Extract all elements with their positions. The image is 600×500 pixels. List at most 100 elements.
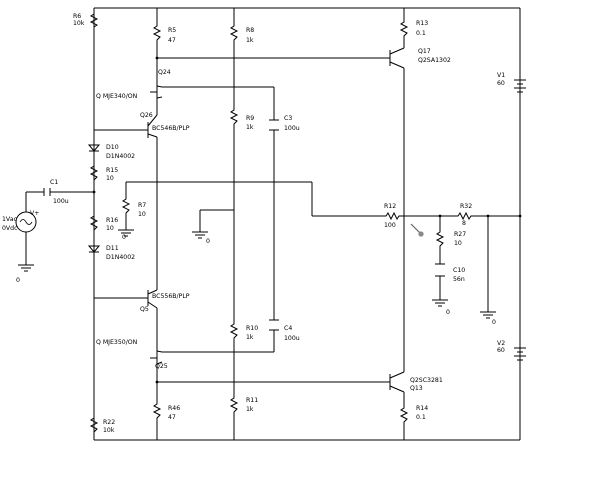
- capacitor-c4: [269, 319, 279, 331]
- label-q26-value: BC546B/PLP: [152, 125, 190, 132]
- label-r15-name: R15: [106, 167, 118, 174]
- battery-v2: [514, 347, 526, 361]
- label-d11-name: D11: [106, 245, 119, 252]
- capacitors: [43, 119, 445, 331]
- label-r9-name: R9: [246, 115, 254, 122]
- resistor-r5: [152, 20, 162, 48]
- label-r10-name: R10: [246, 325, 258, 332]
- label-r13-name: R13: [416, 20, 428, 27]
- ground-label: 0: [492, 319, 496, 326]
- ground-label: 0: [446, 309, 450, 316]
- label-r16-value: 10: [106, 225, 114, 232]
- label-r27-name: R27: [454, 231, 466, 238]
- label-r7-name: R7: [138, 202, 146, 209]
- transistor-q25: [150, 345, 163, 370]
- ac-source-vin: [15, 211, 37, 233]
- label-r11-name: R11: [246, 397, 258, 404]
- label-d11-value: D1N4002: [106, 254, 135, 261]
- battery-v1: [514, 79, 526, 93]
- resistor-r6: [89, 12, 99, 29]
- capacitor-c10: [435, 263, 445, 277]
- capacitor-c3: [269, 119, 279, 131]
- label-q25-part: Q MJE350/ON: [96, 339, 138, 346]
- wires: [25, 7, 521, 441]
- sources: [15, 79, 526, 361]
- label-vin-line1: 1Vac: [2, 216, 17, 223]
- resistor-r32: [456, 211, 474, 221]
- resistors: [89, 12, 474, 436]
- resistor-r10: [229, 318, 239, 344]
- transistor-q17: [384, 47, 405, 69]
- label-r16-name: R16: [106, 217, 118, 224]
- resistor-r11: [229, 392, 239, 418]
- label-v1-value: 60: [497, 80, 505, 87]
- capacitor-c1: [43, 188, 51, 196]
- label-r22-name: R22: [103, 419, 115, 426]
- transistor-q13: [389, 371, 405, 393]
- label-q26-name: Q26: [140, 112, 153, 119]
- label-r5-value: 47: [168, 37, 176, 44]
- diode-d10: [87, 144, 101, 152]
- label-q24-part: Q MJE340/ON: [96, 93, 138, 100]
- label-r6-name: R6: [73, 13, 81, 20]
- label-r46-name: R46: [168, 405, 180, 412]
- label-r12-name: R12: [384, 203, 396, 210]
- label-q5-value: BC556B/PLP: [152, 293, 190, 300]
- probe-marker: [410, 223, 424, 237]
- ground-symbols: [18, 229, 496, 319]
- label-d10-value: D1N4002: [106, 153, 135, 160]
- label-r22-value: 10k: [103, 427, 115, 434]
- diode-d11: [87, 245, 101, 253]
- label-q13-value: Q2SC3281: [410, 377, 443, 384]
- label-c1-name: C1: [50, 179, 58, 186]
- label-r6-value: 10k: [73, 20, 85, 27]
- ground-symbol: [432, 299, 448, 307]
- resistor-r12: [384, 211, 400, 221]
- junction-dots: [92, 56, 522, 384]
- label-r32-value: 8: [462, 220, 466, 227]
- label-r12-value: 100: [384, 222, 396, 229]
- ground-label: 0: [206, 238, 210, 245]
- label-r8-name: R8: [246, 27, 254, 34]
- resistor-r16: [89, 212, 99, 232]
- label-c4-name: C4: [284, 325, 292, 332]
- label-c10-name: C10: [453, 267, 465, 274]
- label-q5-name: Q5: [140, 306, 149, 313]
- label-r7-value: 10: [138, 211, 146, 218]
- resistor-r9: [229, 104, 239, 130]
- label-v2-name: V2: [497, 340, 505, 347]
- label-q17-value: Q2SA1302: [418, 57, 451, 64]
- label-r32-name: R32: [460, 203, 472, 210]
- label-q25-name: Q25: [155, 363, 168, 370]
- label-q13-name: Q13: [410, 385, 423, 392]
- resistor-r46: [152, 398, 162, 426]
- label-c10-value: 56n: [453, 276, 465, 283]
- label-r8-value: 1k: [246, 37, 254, 44]
- label-r9-value: 1k: [246, 124, 254, 131]
- transistor-q26: [147, 114, 158, 138]
- label-v2-value: 60: [497, 347, 505, 354]
- transistor-q5: [147, 289, 158, 309]
- ground-symbol: [192, 231, 208, 239]
- ground-symbol: [18, 264, 34, 272]
- label-d10-name: D10: [106, 144, 119, 151]
- label-r14-name: R14: [416, 405, 428, 412]
- transistor-q24: [150, 80, 163, 104]
- resistor-r7: [121, 195, 131, 215]
- resistor-r14: [399, 402, 409, 426]
- label-q17-name: Q17: [418, 48, 431, 55]
- label-vin-line2: 0Vdc: [2, 225, 18, 232]
- label-r15-value: 10: [106, 175, 114, 182]
- ground-symbol: [118, 229, 134, 237]
- resistor-r8: [229, 20, 239, 46]
- ground-label: 0: [122, 234, 126, 241]
- label-c1-value: 100u: [53, 198, 69, 205]
- transistors: [147, 47, 405, 393]
- label-r10-value: 1k: [246, 334, 254, 341]
- diodes: [87, 144, 101, 253]
- label-r5-name: R5: [168, 27, 176, 34]
- label-q24-name: Q24: [158, 69, 171, 76]
- resistor-r15: [89, 160, 99, 186]
